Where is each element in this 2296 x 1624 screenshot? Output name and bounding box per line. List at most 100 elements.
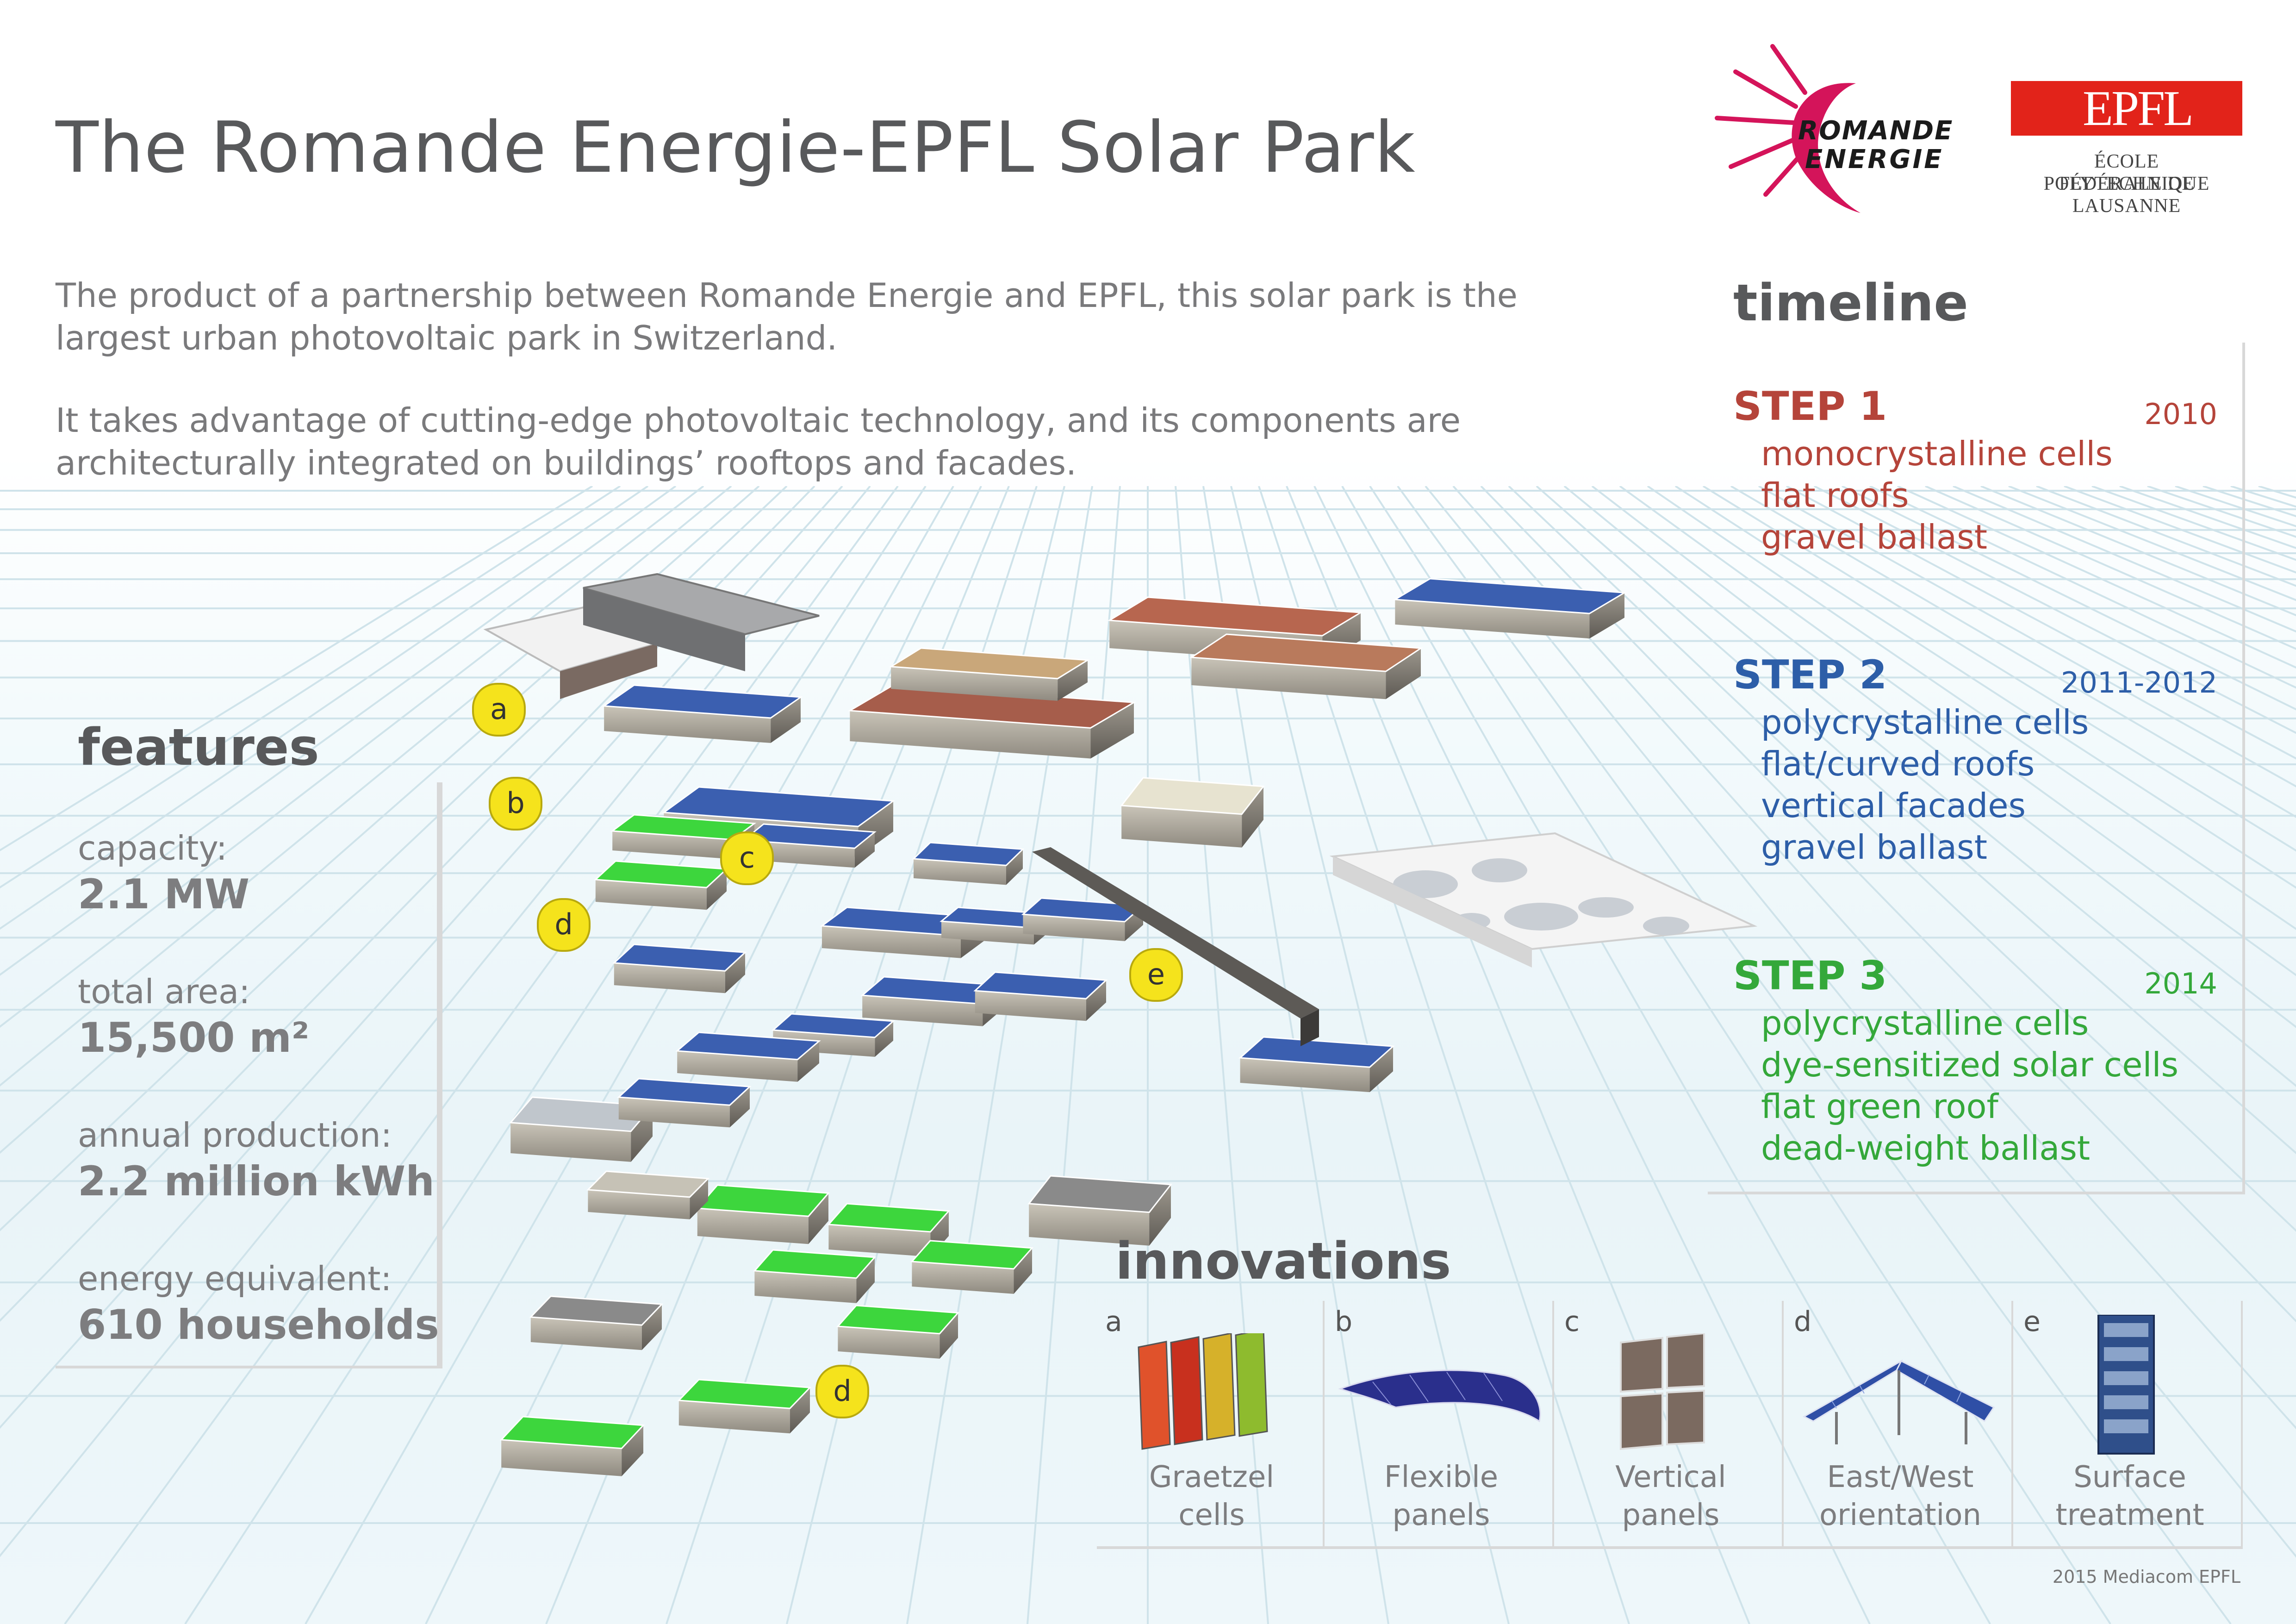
- annual-production-label: annual production:: [78, 1116, 392, 1155]
- step1-item: flat roofs: [1761, 476, 1909, 515]
- step1-item: monocrystalline cells: [1761, 434, 2113, 473]
- campus-building: [1393, 578, 1627, 639]
- campus-building: [1238, 1036, 1395, 1093]
- innovation-east-west-orientation: d East/West orientation: [1786, 1301, 2015, 1551]
- campus-building: [677, 1379, 812, 1434]
- surface-treatment-icon: [2097, 1315, 2155, 1455]
- energy-equivalent-value: 610 households: [78, 1301, 439, 1349]
- campus-building: [529, 1295, 664, 1350]
- map-marker-c: c: [720, 831, 774, 885]
- map-marker-d: d: [537, 898, 591, 952]
- step2-item: gravel ballast: [1761, 828, 1987, 867]
- step2-title: STEP 2: [1733, 652, 1887, 698]
- step3-item: flat green roof: [1761, 1087, 1998, 1126]
- campus-building: [889, 647, 1090, 701]
- total-area-value: 15,500 m²: [78, 1014, 310, 1062]
- step3-item: polycrystalline cells: [1761, 1004, 2089, 1043]
- innovations-right-border: [2241, 1301, 2243, 1549]
- campus-building: [602, 684, 803, 743]
- innovation-letter: b: [1335, 1305, 1353, 1338]
- timeline-title: timeline: [1733, 273, 1968, 332]
- building-rolex-center-side: [560, 643, 657, 699]
- energy-equivalent-label: energy equivalent:: [78, 1259, 392, 1298]
- epfl-logo-block: [2011, 81, 2242, 136]
- step2-item: polycrystalline cells: [1761, 703, 2089, 742]
- building-gray-top: [583, 573, 820, 636]
- total-area-label: total area:: [78, 972, 250, 1011]
- step3-item: dead-weight ballast: [1761, 1129, 2091, 1168]
- long-walkway-side: [1300, 1009, 1319, 1046]
- annual-production-value: 2.2 million kWh: [78, 1157, 435, 1205]
- campus-building: [827, 1203, 951, 1257]
- innovation-letter: d: [1794, 1305, 1812, 1338]
- campus-illustration: [483, 573, 1758, 1476]
- step1-year: 2010: [2144, 397, 2217, 431]
- campus-building: [847, 684, 1136, 759]
- innovation-label: Surface treatment: [2015, 1458, 2245, 1534]
- features-panel-divider: [437, 782, 440, 1368]
- campus-buildings: [499, 578, 1627, 1476]
- step3-item: dye-sensitized solar cells: [1761, 1045, 2179, 1084]
- innovations-title: innovations: [1115, 1231, 1451, 1291]
- campus-building: [586, 1170, 710, 1219]
- intro-line: It takes advantage of cutting-edge photo…: [56, 401, 1461, 440]
- innovation-divider: [1552, 1301, 1554, 1549]
- innovation-divider: [1782, 1301, 1784, 1549]
- campus-building: [675, 1031, 821, 1082]
- step2-item: vertical facades: [1761, 786, 2026, 825]
- romande-logo-line1: ROMANDE: [1798, 116, 1954, 146]
- campus-building: [612, 943, 747, 993]
- campus-building: [696, 1184, 830, 1244]
- innovation-label-line2: cells: [1178, 1498, 1245, 1532]
- step3-title: STEP 3: [1733, 953, 1887, 999]
- innovation-label-line2: orientation: [1819, 1498, 1982, 1532]
- intro-paragraph-2: It takes advantage of cutting-edge photo…: [56, 399, 1583, 484]
- campus-building: [912, 842, 1025, 885]
- innovation-surface-treatment: e Surface treatment: [2015, 1301, 2245, 1551]
- innovation-flexible-panels: b Flexible panels: [1326, 1301, 1556, 1551]
- intro-line: architecturally integrated on buildings’…: [56, 443, 1077, 482]
- romande-logo-line2: ENERGIE: [1805, 144, 1944, 175]
- epfl-logo-mark: EPFL: [2083, 81, 2194, 136]
- timeline-panel-bottom-border: [1708, 1192, 2245, 1194]
- innovation-label-line1: Graetzel: [1149, 1460, 1275, 1494]
- innovation-label-line2: treatment: [2055, 1498, 2204, 1532]
- intro-paragraph-1: The product of a partnership between Rom…: [56, 274, 1583, 359]
- innovation-letter: a: [1105, 1305, 1122, 1338]
- campus-building: [973, 971, 1108, 1021]
- innovation-divider: [2011, 1301, 2013, 1549]
- campus-building: [1120, 777, 1265, 848]
- campus-building: [1027, 1175, 1172, 1246]
- step1-item: gravel ballast: [1761, 518, 1987, 556]
- campus-building: [753, 1249, 877, 1303]
- vertical-panels-icon: [1620, 1333, 1705, 1450]
- innovations-bottom-rule: [1097, 1546, 2243, 1549]
- innovation-label: Graetzel cells: [1097, 1458, 1326, 1534]
- building-swisstech-side: [1333, 856, 1532, 968]
- east-west-panel-icon: [1802, 1359, 1995, 1444]
- innovation-label-line2: panels: [1622, 1498, 1720, 1532]
- credit: 2015 Mediacom EPFL: [2052, 1567, 2240, 1587]
- map-marker-e: e: [1129, 948, 1183, 1002]
- innovation-graetzel-cells: a Graetzel cells: [1097, 1301, 1326, 1551]
- innovation-label-line2: panels: [1392, 1498, 1490, 1532]
- capacity-value: 2.1 MW: [78, 870, 250, 918]
- innovation-divider: [1323, 1301, 1325, 1549]
- campus-building: [617, 1078, 752, 1128]
- campus-building: [594, 860, 728, 910]
- capacity-label: capacity:: [78, 829, 227, 868]
- map-marker-a: a: [472, 683, 526, 737]
- campus-building: [771, 1013, 895, 1057]
- romande-energie-logo: ROMANDE ENERGIE: [1703, 28, 1953, 218]
- campus-building: [836, 1305, 960, 1359]
- innovation-label: Vertical panels: [1556, 1458, 1786, 1534]
- step2-year: 2011-2012: [2061, 666, 2217, 700]
- map-marker-d2: d: [815, 1365, 869, 1418]
- innovation-letter: e: [2023, 1305, 2041, 1338]
- features-panel: [56, 782, 442, 1368]
- campus-building: [910, 1240, 1034, 1294]
- step3-year: 2014: [2144, 967, 2217, 1000]
- step2-item: flat/curved roofs: [1761, 744, 2035, 783]
- building-gray-top-side: [583, 588, 745, 671]
- map-marker-b: b: [489, 777, 542, 831]
